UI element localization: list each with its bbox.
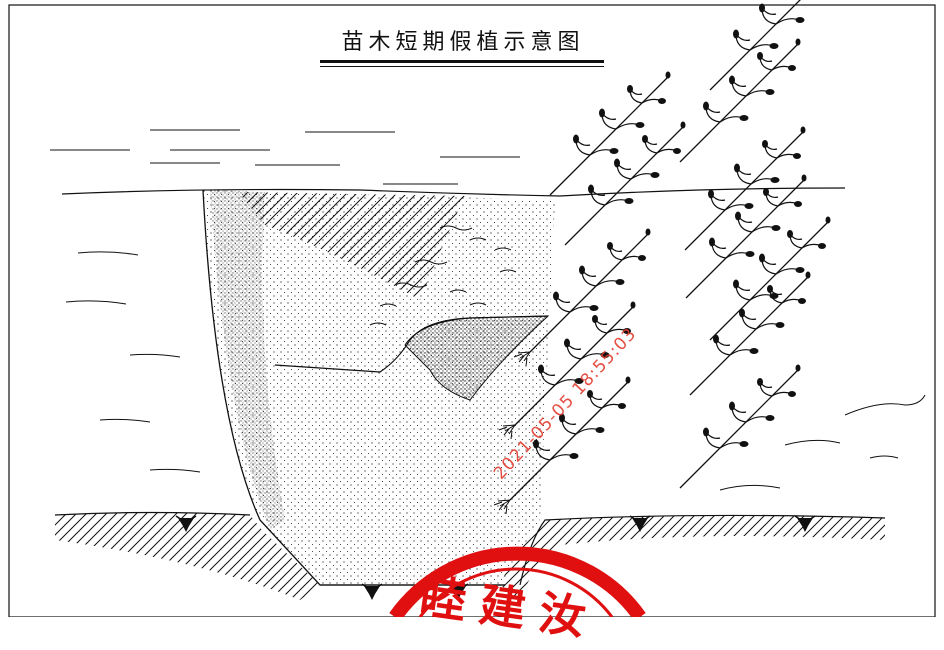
surface-dashes: [50, 129, 520, 185]
diagram-canvas: [8, 0, 936, 617]
title-underline-thin: [320, 66, 604, 67]
ground-hatch-right: [500, 515, 885, 600]
backfill-hatch: [238, 192, 465, 300]
soil-marks-left: [65, 251, 201, 473]
seedling-icon: [709, 0, 832, 91]
grass-tuft-icon: [361, 583, 383, 601]
soil-marks-right: [719, 394, 926, 491]
seedling-icon: [679, 363, 802, 489]
title-underline: [320, 60, 604, 63]
diagram-title: 苗木短期假植示意图: [341, 30, 585, 55]
seedling-icon: [679, 37, 802, 163]
trench-wall-soil: [210, 190, 285, 530]
ground-hatch-left: [55, 512, 320, 600]
seedling-icon: [564, 120, 687, 246]
trench-wall: [202, 189, 505, 586]
soil-line: [274, 315, 549, 373]
trench-fill: [203, 190, 555, 585]
root-mound: [404, 315, 550, 401]
moisture-marks: [369, 225, 517, 326]
ground-surface-line: [61, 187, 846, 197]
stamp-inner-ring: [418, 567, 614, 617]
stamp-ring: [389, 546, 646, 617]
page-border: [8, 4, 936, 617]
seedling-icon: [709, 215, 832, 341]
